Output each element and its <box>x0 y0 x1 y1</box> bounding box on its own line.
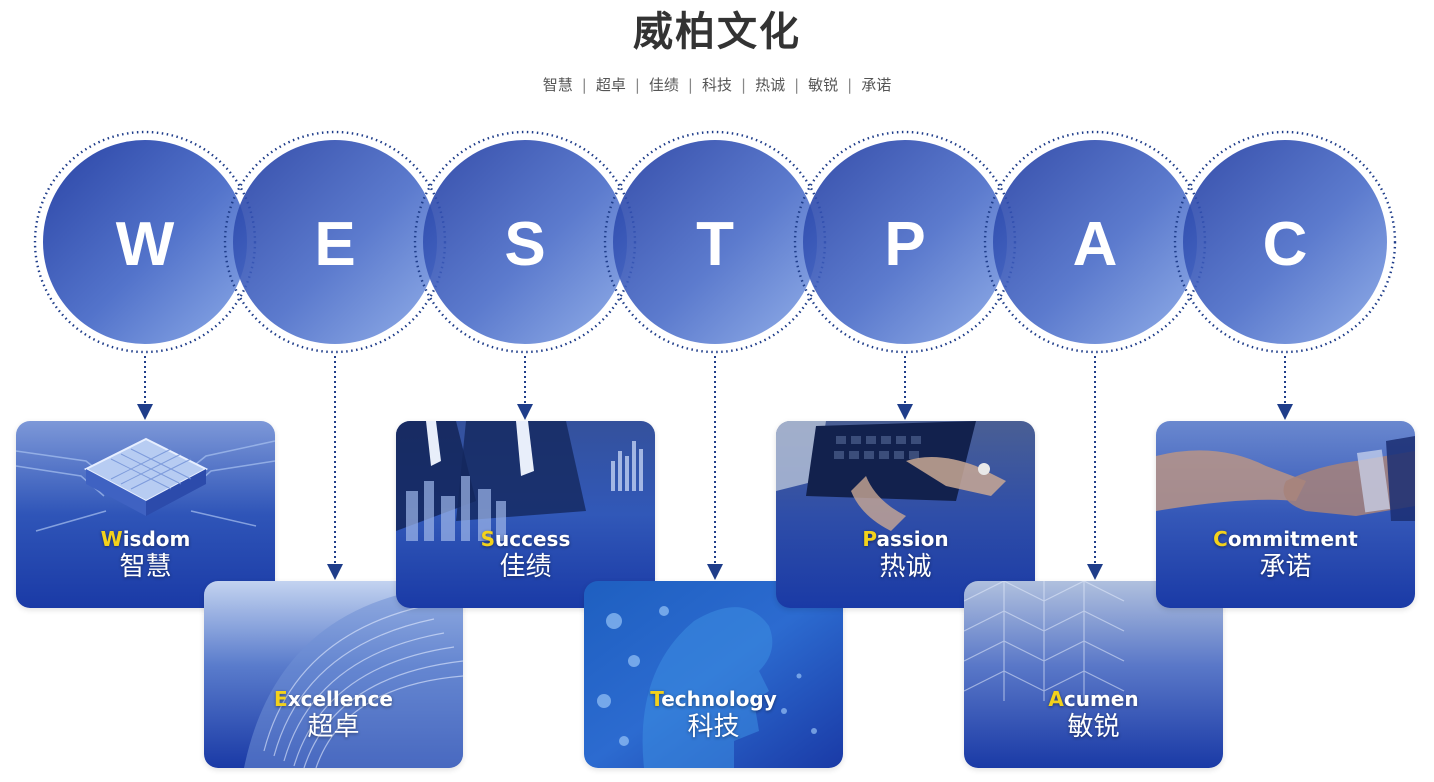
circle-fill <box>993 140 1197 344</box>
card-english-label: Passion <box>776 527 1035 551</box>
subtitle-item-acumen: 敏锐 <box>808 76 839 94</box>
circle-letter: S <box>504 210 545 279</box>
card-english-label: Technology <box>584 687 843 711</box>
circle-fill <box>613 140 817 344</box>
card-initial: T <box>650 687 662 711</box>
card-english-label: Wisdom <box>16 527 275 551</box>
chip-icon <box>16 421 275 608</box>
circle-fill <box>803 140 1007 344</box>
subtitle-separator: | <box>634 76 640 94</box>
card-english-label: Acumen <box>964 687 1223 711</box>
circle-E: E <box>223 130 447 354</box>
circle-letter: W <box>116 210 175 279</box>
circle-letter: T <box>696 210 734 279</box>
card-acumen: Acumen 敏锐 <box>964 581 1223 768</box>
circle-A: A <box>983 130 1207 354</box>
subtitle-item-excellence: 超卓 <box>595 76 626 94</box>
card-english-rest: assion <box>876 527 949 551</box>
circle-P: P <box>793 130 1017 354</box>
circle-C: C <box>1173 130 1397 354</box>
circle-fill <box>423 140 627 344</box>
card-excellence: Excellence 超卓 <box>204 581 463 768</box>
card-commitment: Commitment 承诺 <box>1156 421 1415 608</box>
card-chinese-label: 敏锐 <box>1067 712 1120 742</box>
subtitle-separator: | <box>687 76 693 94</box>
card-chinese-label: 承诺 <box>1259 552 1312 582</box>
card-chinese-label: 智慧 <box>119 552 172 582</box>
card-english-rest: cumen <box>1063 687 1139 711</box>
card-english-rest: ommitment <box>1227 527 1358 551</box>
subtitle-item-technology: 科技 <box>701 76 732 94</box>
building-icon <box>204 581 463 768</box>
subtitle-item-wisdom: 智慧 <box>542 76 573 94</box>
card-initial: S <box>480 527 496 551</box>
circle-fill <box>233 140 437 344</box>
card-technology: Technology 科技 <box>584 581 843 768</box>
circle-letter: C <box>1263 210 1308 279</box>
circle-letter: A <box>1073 210 1118 279</box>
subtitle-item-passion: 热诚 <box>755 76 786 94</box>
card-english-rest: echnology <box>661 687 777 711</box>
circle-fill <box>1183 140 1387 344</box>
card-chinese-label: 热诚 <box>879 552 932 582</box>
card-passion: Passion 热诚 <box>776 421 1035 608</box>
subtitle-item-success: 佳绩 <box>648 76 679 94</box>
handshake-icon <box>1156 421 1415 608</box>
glass-facade-icon <box>964 581 1223 768</box>
dotted-ring <box>1173 130 1397 354</box>
circle-letter: P <box>884 210 925 279</box>
circle-fill <box>43 140 247 344</box>
card-english-label: Success <box>396 527 655 551</box>
circle-T: T <box>603 130 827 354</box>
page-title: 威柏文化 <box>633 9 801 55</box>
card-english-label: Commitment <box>1156 527 1415 551</box>
card-chinese-label: 超卓 <box>307 712 360 742</box>
circle-S: S <box>413 130 637 354</box>
values-subtitle: 智慧 | 超卓 | 佳绩 | 科技 | 热诚 | 敏锐 | 承诺 <box>0 74 1434 96</box>
subtitle-separator: | <box>581 76 587 94</box>
card-english-rest: isdom <box>122 527 191 551</box>
card-english-rest: xcellence <box>287 687 393 711</box>
digital-head-icon <box>584 581 843 768</box>
subtitle-separator: | <box>741 76 747 94</box>
letters-diagram: W E S T P A <box>33 130 1397 580</box>
card-initial: A <box>1048 687 1064 711</box>
card-initial: C <box>1213 527 1228 551</box>
subtitle-separator: | <box>847 76 853 94</box>
card-english-label: Excellence <box>204 687 463 711</box>
circle-letter: E <box>314 210 355 279</box>
card-english-rest: uccess <box>495 527 571 551</box>
card-wisdom: Wisdom 智慧 <box>16 421 275 608</box>
card-success: Success 佳绩 <box>396 421 655 608</box>
card-chinese-label: 科技 <box>687 712 740 742</box>
card-initial: W <box>100 527 123 551</box>
business-people-icon <box>396 421 655 608</box>
keyboard-typing-icon <box>776 421 1035 608</box>
circle-W: W <box>33 130 257 354</box>
card-initial: E <box>274 687 288 711</box>
card-chinese-label: 佳绩 <box>499 552 552 582</box>
subtitle-separator: | <box>794 76 800 94</box>
subtitle-item-commitment: 承诺 <box>861 76 892 94</box>
card-initial: P <box>862 527 877 551</box>
